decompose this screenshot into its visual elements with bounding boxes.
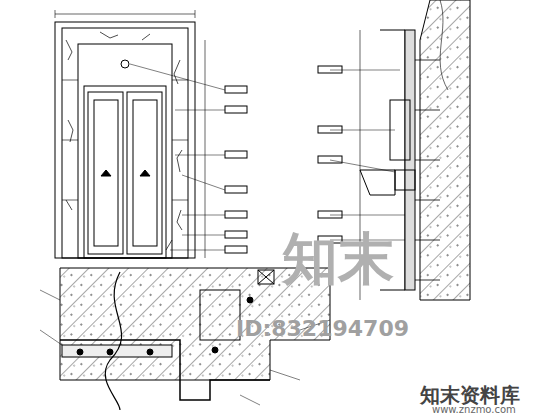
watermark-text: www.znzmo.com — [432, 404, 516, 415]
watermark-text: ID:832194709 — [236, 316, 409, 341]
watermark-text: 知末 — [282, 222, 394, 298]
